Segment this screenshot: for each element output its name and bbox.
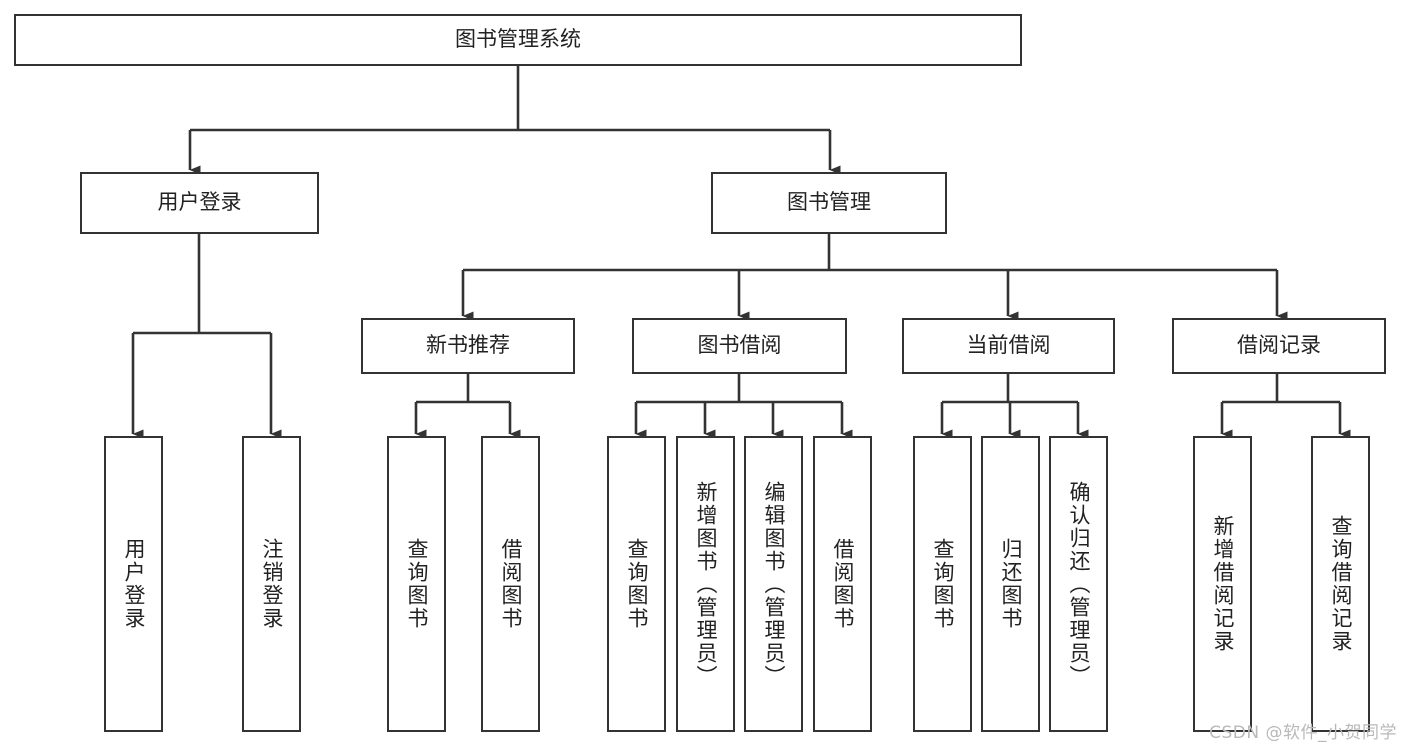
node-leaf-return-book[interactable]: 归还图书	[981, 436, 1040, 732]
node-leaf-query-book-borrow[interactable]: 查询图书	[607, 436, 666, 732]
node-leaf-add-borrow-record-label: 新增借阅记录	[1211, 515, 1235, 653]
node-borrow-record[interactable]: 借阅记录	[1172, 318, 1386, 374]
node-root-book-management-system[interactable]: 图书管理系统	[14, 14, 1022, 66]
node-borrow-record-label: 借阅记录	[1237, 333, 1321, 358]
node-leaf-confirm-return-admin-label: 确认归还（管理员）	[1067, 480, 1091, 688]
node-leaf-user-login[interactable]: 用户登录	[104, 436, 163, 732]
node-book-borrow-label: 图书借阅	[697, 333, 782, 358]
node-new-book-recommend-label: 新书推荐	[426, 333, 510, 358]
node-leaf-add-book-admin-label: 新增图书（管理员）	[694, 480, 718, 688]
node-leaf-borrow-book-newbook-label: 借阅图书	[499, 538, 523, 630]
node-user-login-label: 用户登录	[157, 190, 242, 215]
node-leaf-borrow-book-newbook[interactable]: 借阅图书	[481, 436, 540, 732]
node-leaf-user-login-label: 用户登录	[122, 538, 146, 630]
node-book-management[interactable]: 图书管理	[711, 172, 947, 234]
node-leaf-confirm-return-admin[interactable]: 确认归还（管理员）	[1049, 436, 1108, 732]
node-leaf-return-book-label: 归还图书	[999, 538, 1023, 630]
node-leaf-query-book-current-label: 查询图书	[931, 538, 955, 630]
node-leaf-edit-book-admin-label: 编辑图书（管理员）	[762, 480, 786, 688]
node-leaf-query-book-newbook[interactable]: 查询图书	[387, 436, 446, 732]
node-leaf-add-book-admin[interactable]: 新增图书（管理员）	[676, 436, 735, 732]
node-leaf-query-book-current[interactable]: 查询图书	[913, 436, 972, 732]
node-book-management-label: 图书管理	[787, 190, 871, 215]
node-leaf-query-book-borrow-label: 查询图书	[625, 538, 649, 630]
node-leaf-logout[interactable]: 注销登录	[242, 436, 301, 732]
node-leaf-query-book-newbook-label: 查询图书	[405, 538, 429, 630]
node-user-login[interactable]: 用户登录	[80, 172, 319, 234]
node-leaf-query-borrow-record-label: 查询借阅记录	[1329, 515, 1353, 653]
node-leaf-query-borrow-record[interactable]: 查询借阅记录	[1311, 436, 1370, 732]
node-new-book-recommend[interactable]: 新书推荐	[361, 318, 575, 374]
node-leaf-add-borrow-record[interactable]: 新增借阅记录	[1193, 436, 1252, 732]
node-leaf-edit-book-admin[interactable]: 编辑图书（管理员）	[744, 436, 803, 732]
node-leaf-borrow-book-borrow-label: 借阅图书	[831, 538, 855, 630]
node-leaf-logout-label: 注销登录	[260, 538, 284, 630]
node-book-borrow[interactable]: 图书借阅	[632, 318, 847, 374]
node-root-label: 图书管理系统	[455, 27, 581, 52]
node-current-borrow-label: 当前借阅	[966, 333, 1051, 358]
node-current-borrow[interactable]: 当前借阅	[902, 318, 1115, 374]
node-leaf-borrow-book-borrow[interactable]: 借阅图书	[813, 436, 872, 732]
